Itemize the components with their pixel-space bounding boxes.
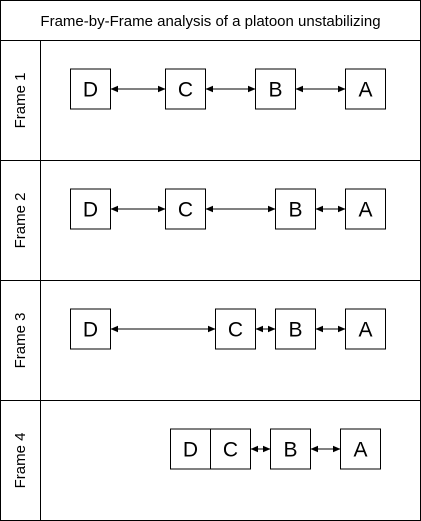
car-label: B: [283, 439, 297, 462]
car-label: A: [353, 439, 367, 462]
car-a-box: A: [345, 188, 386, 230]
car-a-box: A: [340, 428, 381, 470]
car-label: B: [288, 319, 302, 342]
car-box-outline: [170, 428, 211, 470]
frame-label: Frame 3: [12, 313, 29, 369]
car-box-outline: [345, 68, 386, 110]
car-c-box: C: [165, 68, 206, 110]
car-d-box: D: [70, 68, 111, 110]
car-box-outline: [70, 308, 111, 350]
car-label: D: [83, 79, 98, 102]
frame-row-1: Frame 1 D C B A: [0, 40, 421, 161]
car-label: C: [228, 319, 243, 342]
frame-row-3: Frame 3 D C B A: [0, 280, 421, 401]
car-label: D: [183, 439, 198, 462]
car-box-outline: [165, 188, 206, 230]
car-box-outline: [275, 188, 316, 230]
car-c-box: C: [215, 308, 256, 350]
car-c-box: C: [210, 428, 251, 470]
car-label: D: [83, 319, 98, 342]
car-a-box: A: [345, 68, 386, 110]
frame-row-2: Frame 2 D C B A: [0, 160, 421, 281]
car-label: B: [268, 79, 282, 102]
car-box-outline: [345, 188, 386, 230]
car-box-outline: [210, 428, 251, 470]
car-d-box: D: [170, 428, 211, 470]
car-b-box: B: [275, 308, 316, 350]
car-label: A: [358, 319, 372, 342]
car-d-box: D: [70, 308, 111, 350]
car-b-box: B: [275, 188, 316, 230]
car-box-outline: [270, 428, 311, 470]
car-label: C: [178, 199, 193, 222]
car-b-box: B: [270, 428, 311, 470]
frame-label: Frame 2: [12, 193, 29, 249]
car-b-box: B: [255, 68, 296, 110]
car-box-outline: [70, 68, 111, 110]
frame-row-4: Frame 4 D C B A: [12, 400, 381, 521]
car-label: D: [83, 199, 98, 222]
car-c-box: C: [165, 188, 206, 230]
car-box-outline: [340, 428, 381, 470]
car-label: A: [358, 79, 372, 102]
car-a-box: A: [345, 308, 386, 350]
car-label: C: [178, 79, 193, 102]
frame-label: Frame 4: [12, 433, 29, 489]
frame-label: Frame 1: [12, 73, 29, 129]
car-box-outline: [215, 308, 256, 350]
diagram-title: Frame-by-Frame analysis of a platoon uns…: [40, 13, 380, 30]
car-label: C: [223, 439, 238, 462]
car-box-outline: [345, 308, 386, 350]
car-label: A: [358, 199, 372, 222]
car-d-box: D: [70, 188, 111, 230]
car-label: B: [288, 199, 302, 222]
